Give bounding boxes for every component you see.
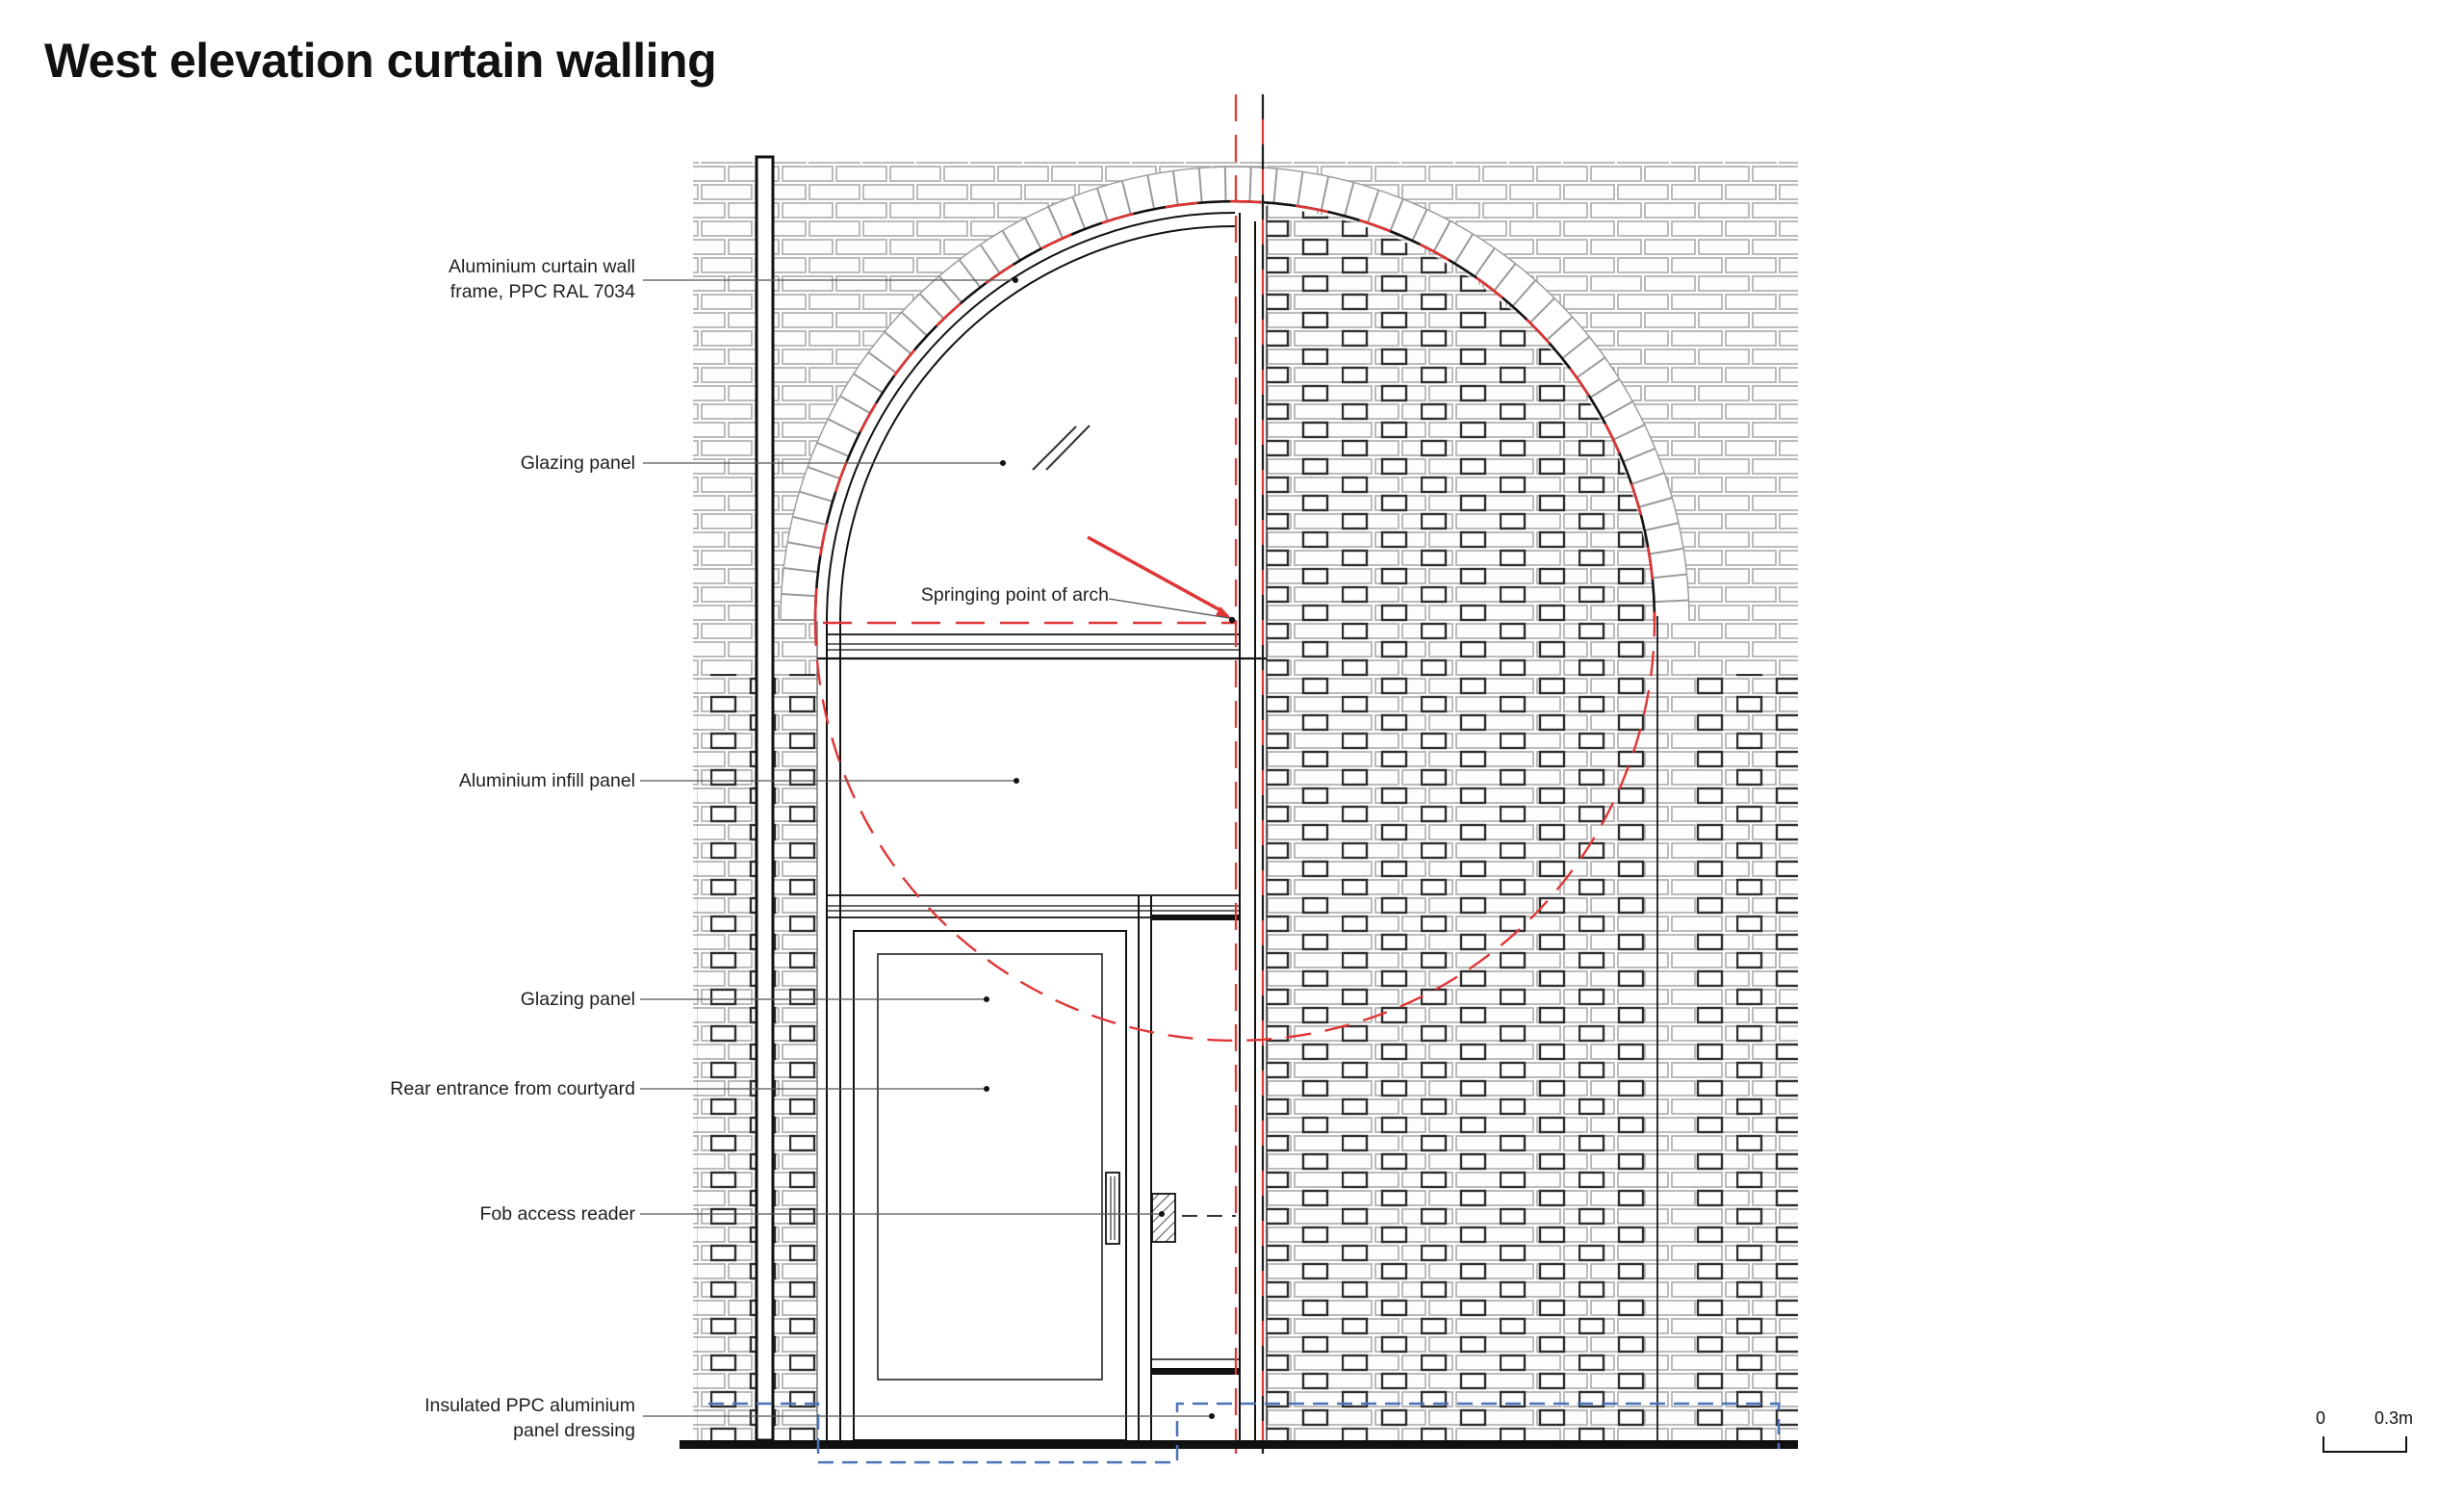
curtain-wall-frame-lines <box>816 206 1268 1440</box>
label-rear-entrance: Rear entrance from courtyard <box>390 1078 635 1099</box>
setting-out-circle-lower <box>813 620 1656 1043</box>
label-aluminium-infill-panel: Aluminium infill panel <box>458 770 635 791</box>
scale-bar-max: 0.3m <box>2374 1408 2414 1428</box>
label-fob-access-reader: Fob access reader <box>479 1203 636 1225</box>
fob-reader-symbol <box>1151 1193 1176 1243</box>
panel-dressing-guide-line <box>708 1402 1781 1464</box>
door-vision-panel <box>877 953 1103 1381</box>
glazing-symbol <box>1032 425 1091 471</box>
perforated-brickwork-right-strip <box>1686 674 1798 1440</box>
page-title: West elevation curtain walling <box>44 34 717 88</box>
leader-dots <box>984 277 1236 1419</box>
label-glazing-panel-lower: Glazing panel <box>520 989 635 1010</box>
label-panel-dressing: Insulated PPC aluminium panel dressing <box>424 1395 635 1441</box>
downpipe <box>755 155 775 1442</box>
springing-arrow-shaft <box>1087 535 1223 613</box>
scale-bar <box>2323 1436 2407 1453</box>
entrance-door <box>853 930 1236 1441</box>
label-curtain-wall-frame: Aluminium curtain wall frame, PPC RAL 70… <box>449 256 635 302</box>
springing-arrow-head <box>1216 607 1232 619</box>
door-pull-handle <box>1105 1172 1120 1245</box>
voussoir-arch-band <box>780 166 1690 622</box>
setting-out-geometry <box>813 94 1656 1454</box>
label-springing-point: Springing point of arch <box>920 584 1109 606</box>
label-glazing-panel-upper: Glazing panel <box>520 452 635 474</box>
leader-lines <box>640 279 1230 1417</box>
ground-line <box>680 1440 1798 1449</box>
perforated-brickwork-arch-field <box>1267 207 1653 1440</box>
scale-bar-zero: 0 <box>2316 1408 2326 1428</box>
